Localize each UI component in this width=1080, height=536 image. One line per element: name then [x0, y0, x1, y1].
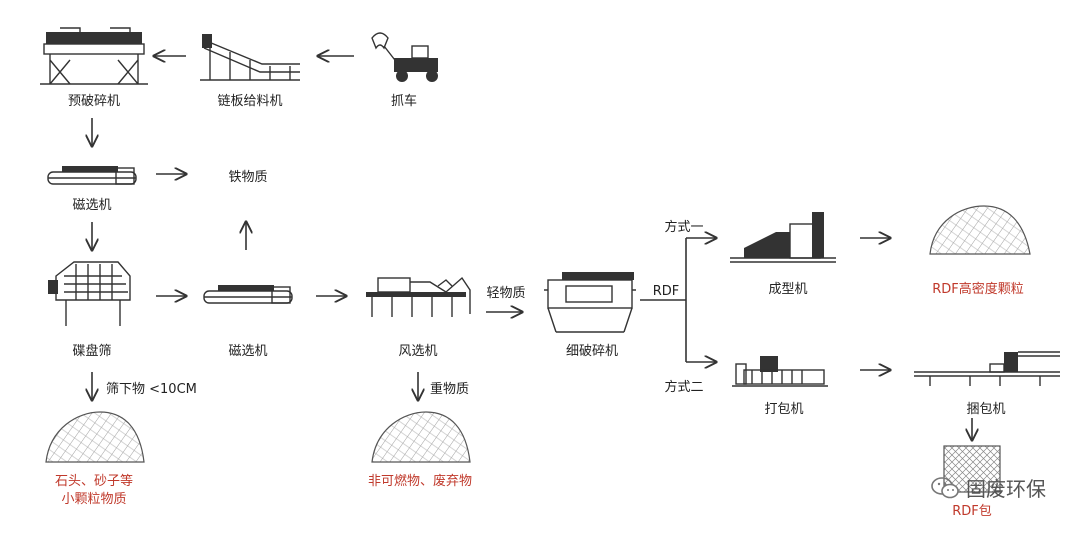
node-pellet-machine: 成型机	[768, 282, 808, 297]
edge-method-1: 方式一	[664, 220, 704, 235]
edge-heavy: 重物质	[430, 382, 470, 397]
arrows	[92, 56, 972, 440]
node-magnet-1: 磁选机	[72, 198, 112, 213]
chain-feeder-drawing	[200, 34, 300, 81]
node-iron: 铁物质	[228, 170, 268, 185]
noncombustible-pile	[371, 411, 471, 463]
stones-pile	[45, 411, 145, 463]
watermark: 固废环保	[930, 473, 1046, 502]
edge-rdf: RDF	[652, 284, 680, 299]
node-chain-feeder: 链板给料机	[217, 94, 283, 109]
output-rdf-bale: RDF包	[952, 504, 992, 519]
pre-shredder-drawing	[40, 27, 148, 85]
node-air-separator: 风选机	[398, 344, 438, 359]
magnetic-separator-1-drawing	[47, 166, 137, 185]
output-stones-line2: 小颗粒物质	[61, 492, 127, 507]
baler-2-drawing	[914, 351, 1060, 386]
baler-1-drawing	[732, 356, 828, 387]
disc-screen-drawing	[48, 261, 131, 326]
output-noncombustible: 非可燃物、废弃物	[367, 474, 473, 489]
node-fine-shredder: 细破碎机	[565, 344, 619, 359]
node-pre-shredder: 预破碎机	[67, 94, 121, 109]
watermark-text: 固废环保	[966, 477, 1046, 501]
rdf-pellet-pile	[929, 205, 1031, 255]
edge-undersize: 筛下物 <10CM	[106, 382, 197, 397]
edge-method-2: 方式二	[664, 380, 704, 395]
air-separator-drawing	[366, 276, 471, 317]
node-grab-truck: 抓车	[390, 94, 418, 109]
magnetic-separator-2-drawing	[203, 285, 293, 304]
output-rdf-pellet: RDF高密度颗粒	[932, 282, 1024, 297]
grab-truck-drawing	[371, 32, 438, 82]
output-stones-line1: 石头、砂子等	[54, 474, 134, 489]
pellet-machine-drawing	[730, 212, 836, 263]
node-disc-screen: 碟盘筛	[72, 344, 112, 359]
edge-light: 轻物质	[486, 286, 526, 301]
node-baler-1: 打包机	[764, 402, 804, 417]
fine-shredder-drawing	[544, 272, 636, 333]
wechat-icon	[931, 476, 959, 498]
node-baler-2: 捆包机	[966, 402, 1006, 417]
node-magnet-2: 磁选机	[228, 344, 268, 359]
